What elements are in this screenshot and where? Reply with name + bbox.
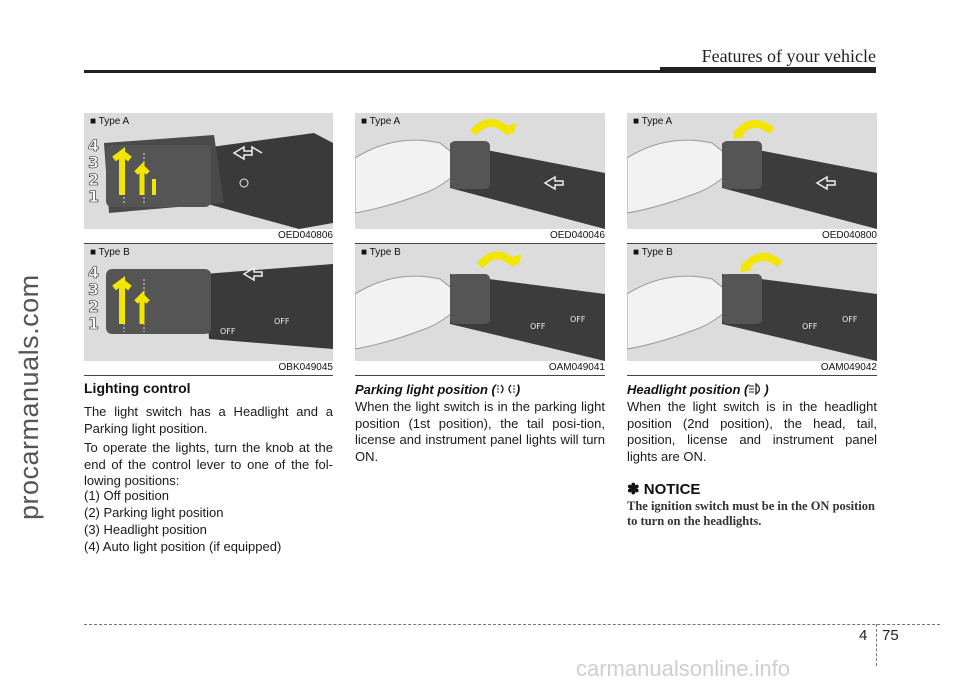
svg-text:OFF: OFF xyxy=(842,315,858,324)
position-list-item-2: (2) Parking light position xyxy=(84,505,224,520)
page-number: 75 xyxy=(882,627,899,644)
headlight-body: When the light switch is in the headligh… xyxy=(627,399,877,464)
lighting-paragraph-1: The light switch has a Headlight and a P… xyxy=(84,404,333,436)
figure-code: OBK049045 xyxy=(278,362,334,373)
headlight-title-prefix: Headlight position ( xyxy=(627,382,749,397)
svg-text:OFF: OFF xyxy=(274,317,290,326)
watermark-bottom: carmanualsonline.info xyxy=(576,656,791,681)
figure-divider xyxy=(84,243,333,244)
figure-code: OED040806 xyxy=(277,230,333,241)
notice-body: The ignition switch must be in the ON po… xyxy=(627,499,875,528)
hand-illustration xyxy=(355,119,605,229)
parking-light-title-prefix: Parking light position ( xyxy=(355,382,496,397)
svg-text:2: 2 xyxy=(88,170,99,189)
figure-type-label: ■ Type B xyxy=(361,247,401,258)
hand-illustration: OFF OFF xyxy=(355,251,605,361)
header-rule xyxy=(84,70,660,73)
svg-text:OFF: OFF xyxy=(570,315,586,324)
figure-divider xyxy=(627,375,877,376)
header-rule-accent xyxy=(660,67,876,73)
svg-text:OFF: OFF xyxy=(802,322,818,331)
figure-lever-type-a-numbered: ■ Type A 4 3 2 1 xyxy=(84,113,333,229)
parking-light-body: When the light switch is in the parking … xyxy=(355,399,605,464)
headlight-title-suffix: ) xyxy=(764,382,769,397)
headlight-icon xyxy=(748,382,764,398)
figure-divider xyxy=(627,243,877,244)
figure-lever-type-b-numbered: ■ Type B 4 3 2 1 OFF OFF xyxy=(84,244,333,361)
figure-type-label: ■ Type A xyxy=(90,116,130,127)
svg-text:3: 3 xyxy=(88,153,99,172)
chapter-number: 4 xyxy=(859,627,868,644)
figure-hand-turning-knob-2nd-type-a: ■ Type A xyxy=(627,113,877,229)
figure-code: OAM049041 xyxy=(548,362,605,373)
position-list-item-4: (4) Auto light position (if equipped) xyxy=(84,539,282,554)
figure-code: OED040046 xyxy=(549,230,605,241)
figure-type-label: ■ Type A xyxy=(361,116,401,127)
svg-text:1: 1 xyxy=(88,187,99,206)
hand-illustration xyxy=(627,120,877,229)
figure-type-label: ■ Type A xyxy=(633,116,673,127)
parking-light-icon xyxy=(496,383,516,398)
lighting-paragraph-2: To operate the lights, turn the knob at … xyxy=(84,440,333,488)
figure-code: OED040800 xyxy=(821,230,877,241)
lighting-control-title: Lighting control xyxy=(84,380,191,396)
parking-light-title-suffix: ) xyxy=(515,382,521,397)
notice-title: ✽ NOTICE xyxy=(627,481,701,498)
hand-illustration: OFF OFF xyxy=(627,253,877,361)
svg-text:4: 4 xyxy=(88,136,99,155)
svg-text:4: 4 xyxy=(88,263,99,282)
lever-illustration: 4 3 2 1 OFF OFF xyxy=(88,263,333,349)
svg-text:3: 3 xyxy=(88,280,99,299)
figure-divider xyxy=(355,243,605,244)
figure-hand-turning-knob-2nd-type-b: ■ Type B OFF OFF xyxy=(627,244,877,361)
figure-code: OAM049042 xyxy=(820,362,877,373)
lever-illustration: 4 3 2 1 xyxy=(88,133,333,229)
figure-divider xyxy=(84,375,333,376)
figure-type-label: ■ Type B xyxy=(90,247,130,258)
footer-dashed-rule xyxy=(84,624,940,625)
figure-hand-turning-knob-type-a: ■ Type A xyxy=(355,113,605,229)
svg-text:OFF: OFF xyxy=(530,322,546,331)
position-list-item-3: (3) Headlight position xyxy=(84,522,207,537)
figure-hand-turning-knob-type-b: ■ Type B OFF OFF xyxy=(355,244,605,361)
figure-divider xyxy=(355,375,605,376)
svg-text:OFF: OFF xyxy=(220,327,236,336)
svg-text:2: 2 xyxy=(88,297,99,316)
position-list-item-1: (1) Off position xyxy=(84,488,170,503)
parking-light-title: Parking light position () xyxy=(355,382,520,398)
svg-text:1: 1 xyxy=(88,314,99,333)
figure-type-label: ■ Type B xyxy=(633,247,673,258)
watermark-left: procarmanuals.com xyxy=(14,274,44,520)
headlight-title: Headlight position () xyxy=(627,382,769,398)
page-header-title: Features of your vehicle xyxy=(701,46,876,66)
footer-dashed-divider xyxy=(876,624,877,666)
